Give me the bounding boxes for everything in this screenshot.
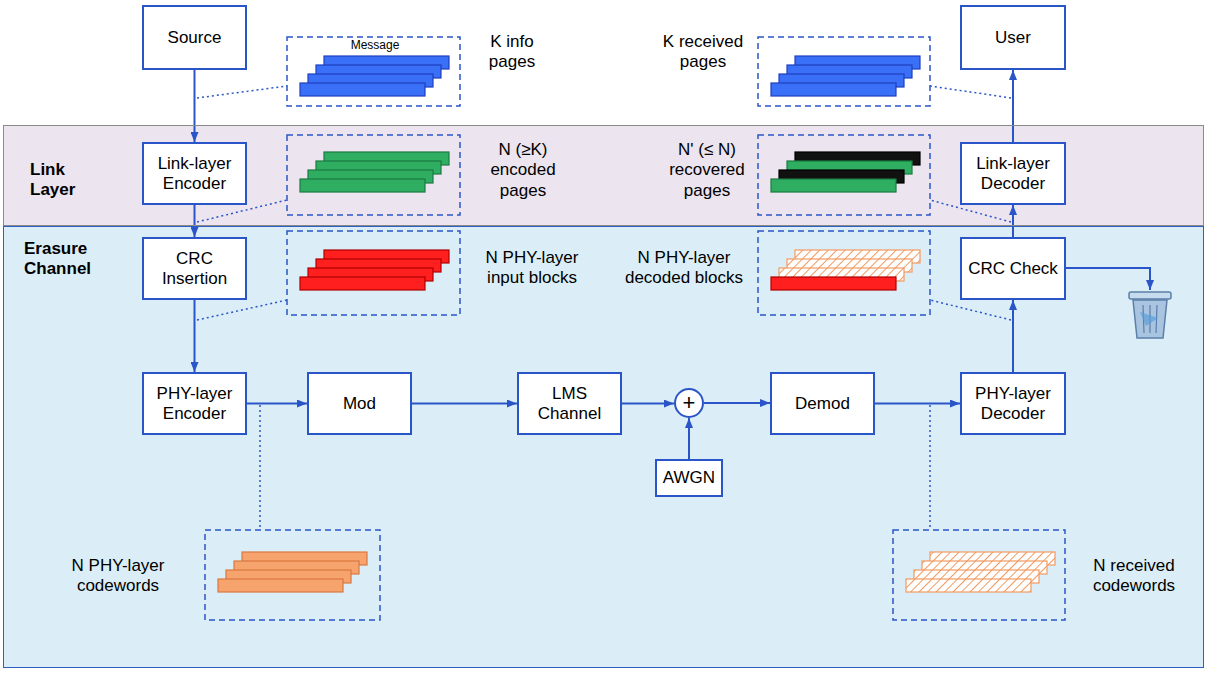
- box-label: +: [683, 390, 696, 415]
- box-label: PHY-layer Encoder: [144, 384, 245, 423]
- stack-label: K info pages: [472, 32, 552, 73]
- flow-arrow: [704, 402, 770, 404]
- dashed-frame: [287, 231, 460, 315]
- flow-arrow: [1012, 300, 1014, 372]
- dashed-frame: [758, 135, 930, 215]
- stack-label: N PHY-layer codewords: [48, 556, 188, 597]
- page-block: [771, 179, 896, 192]
- process-box: Demod: [770, 372, 875, 435]
- process-box: Mod: [307, 372, 412, 435]
- dashed-frame: [758, 37, 930, 106]
- trash-icon: [1129, 292, 1171, 338]
- leader-line: [197, 86, 287, 98]
- box-label: User: [995, 28, 1031, 48]
- flow-arrow: [1012, 70, 1014, 142]
- trash-body: [1133, 300, 1167, 338]
- box-label: CRC Check: [968, 259, 1058, 279]
- leader-line: [197, 300, 287, 320]
- box-label: CRC Insertion: [144, 249, 245, 288]
- page-caption: Message: [330, 38, 420, 52]
- process-box: CRC Insertion: [142, 237, 247, 300]
- process-box: Link-layer Decoder: [960, 142, 1066, 205]
- leader-line: [930, 300, 1011, 320]
- dashed-frame: [758, 231, 930, 315]
- stack-label: N' (≤ N) recovered pages: [660, 140, 754, 201]
- band-title: Link Layer: [30, 160, 100, 199]
- flow-arrow: [875, 403, 960, 405]
- layer-band: Link Layer Link-layer Encoder Link-layer D…: [3, 125, 1204, 226]
- erasure-band-fill: [3, 226, 1204, 668]
- stack-label: N received codewords: [1074, 556, 1194, 597]
- page-block: [771, 277, 896, 290]
- stack-label: N PHY-layer decoded blocks: [616, 248, 752, 289]
- flow-arrow: [247, 403, 307, 405]
- process-box: User: [960, 5, 1066, 70]
- process-box: LMS Channel: [517, 372, 622, 435]
- process-box: Link-layer Encoder: [142, 142, 247, 205]
- trash-lid: [1129, 292, 1171, 299]
- stack-label: N (≥K) encoded pages: [478, 140, 568, 201]
- link-layer-band-fill: [3, 125, 1204, 226]
- page-block: [771, 83, 896, 96]
- process-box: CRC Check: [960, 237, 1066, 300]
- flow-arrow: [412, 403, 517, 405]
- box-label: Mod: [343, 394, 376, 414]
- box-label: Demod: [795, 394, 850, 414]
- flow-arrow: [194, 70, 196, 142]
- dashed-frame: [893, 530, 1065, 620]
- process-box: AWGN: [655, 459, 723, 497]
- process-box: PHY-layer Decoder: [960, 372, 1066, 435]
- box-label: LMS Channel: [519, 384, 620, 423]
- flow-arrow: [194, 205, 196, 237]
- box-label: PHY-layer Decoder: [962, 384, 1064, 423]
- page-block: [300, 277, 425, 290]
- leader-line: [929, 405, 931, 530]
- page-block: [300, 179, 425, 192]
- dashed-frame: [205, 530, 380, 620]
- flow-arrow: [622, 403, 674, 405]
- leader-line: [930, 86, 1011, 98]
- leader-line: [259, 405, 261, 530]
- page-block: [218, 579, 343, 592]
- adder-outline: [675, 389, 703, 417]
- layer-band: Erasure Channel CRC Insertion CRC CheckPHY…: [3, 226, 1204, 668]
- stack-label: K received pages: [653, 32, 753, 73]
- flow-arrow: [1012, 205, 1014, 237]
- box-label: Link-layer Decoder: [962, 154, 1064, 193]
- page-block: [300, 83, 425, 96]
- process-box: Source: [142, 5, 247, 70]
- box-label: AWGN: [663, 468, 715, 488]
- box-label: Source: [168, 28, 222, 48]
- trash-symbol: [1140, 312, 1158, 326]
- page-block: [906, 579, 1031, 592]
- flow-arrow: [194, 300, 196, 372]
- stack-label: N PHY-layer input blocks: [468, 248, 596, 289]
- band-title: Erasure Channel: [24, 239, 108, 278]
- dashed-frame: [287, 37, 460, 106]
- flow-arrow: [688, 418, 690, 459]
- discard-arrow: [1066, 268, 1150, 290]
- adder-circle: +: [674, 388, 704, 418]
- process-box: PHY-layer Encoder: [142, 372, 247, 435]
- dashed-frame: [287, 135, 460, 215]
- box-label: Link-layer Encoder: [144, 154, 245, 193]
